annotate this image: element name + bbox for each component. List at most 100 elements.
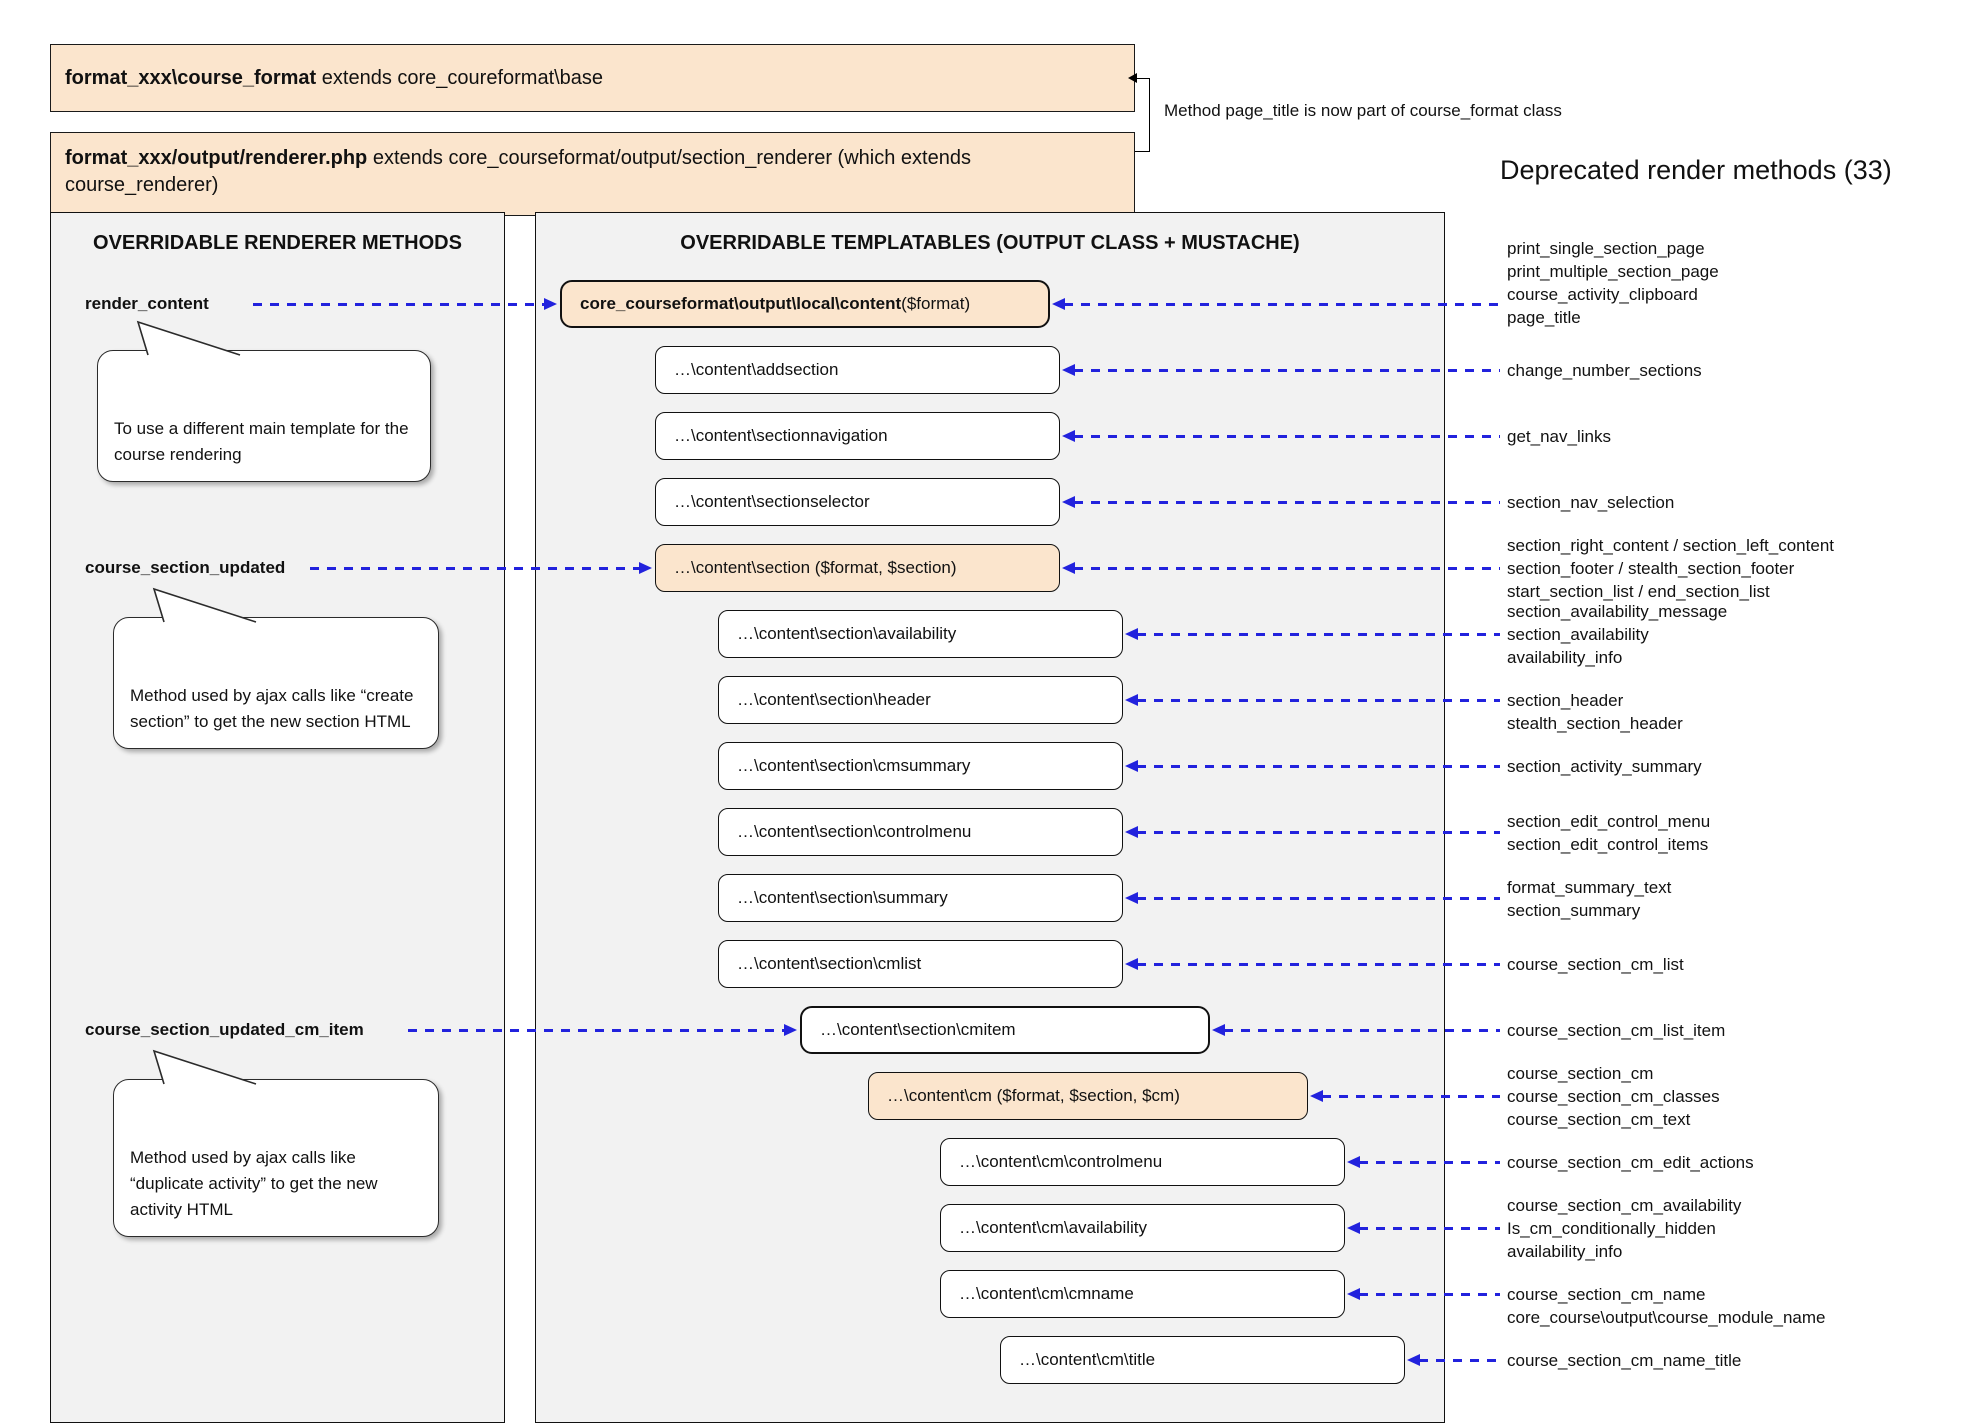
method-label-render-content: render_content <box>85 294 209 313</box>
templatable-box: …\content\section\cmsummary <box>718 742 1123 790</box>
connector-dashed-line <box>1359 1292 1500 1296</box>
connector-dashed-line <box>1359 1226 1500 1230</box>
arrowhead-icon <box>1212 1023 1225 1036</box>
class-extends-text: extends core_courseformat/output/section… <box>65 147 971 196</box>
deprecated-method-group: format_summary_text section_summary <box>1507 878 1672 920</box>
bubble-text: To use a different main template for the… <box>114 419 409 464</box>
deprecated-method-group: change_number_sections <box>1507 361 1702 380</box>
deprecated-method-group: section_nav_selection <box>1507 493 1675 512</box>
renderer-methods-panel-title: OVERRIDABLE RENDERER METHODS <box>93 232 462 254</box>
templatable-box-label: …\content\sectionselector <box>674 492 870 511</box>
deprecated-method-group: section_header stealth_section_header <box>1507 691 1683 733</box>
deprecated-method-group: course_section_cm_name core_course\outpu… <box>1507 1285 1826 1327</box>
connector-dashed-line <box>1137 896 1500 900</box>
connector-dashed-line <box>1359 1160 1500 1164</box>
arrowhead-icon <box>1062 429 1075 442</box>
templatable-box-label: ($format) <box>901 294 971 313</box>
arrowhead-icon <box>1052 297 1065 310</box>
arrowhead-icon <box>1062 561 1075 574</box>
method-label-course-section-updated-cm-item: course_section_updated_cm_item <box>85 1020 364 1039</box>
templatable-box-label: …\content\sectionnavigation <box>674 426 888 445</box>
connector-dashed-line <box>1224 1028 1500 1032</box>
deprecated-method-group: course_section_cm_name_title <box>1507 1351 1742 1370</box>
connector-dashed-line <box>408 1028 785 1032</box>
class-extends-text: extends core_coureformat\base <box>316 66 604 89</box>
templatable-box-label: …\content\section\cmlist <box>737 954 922 973</box>
method-label-course-section-updated: course_section_updated <box>85 558 286 577</box>
bubble-tail-icon <box>136 320 241 356</box>
arrowhead-icon <box>1347 1221 1360 1234</box>
templatables-panel-title: OVERRIDABLE TEMPLATABLES (OUTPUT CLASS +… <box>680 232 1300 254</box>
class-name-bold: format_xxx/output/renderer.php <box>65 147 368 169</box>
templatable-box: …\content\sectionselector <box>655 478 1060 526</box>
templatable-box-label: …\content\cm\cmname <box>959 1284 1134 1303</box>
callout-bubble-duplicate-activity: Method used by ajax calls like “duplicat… <box>113 1049 439 1237</box>
templatable-box: …\content\section\cmlist <box>718 940 1123 988</box>
arrowhead-icon <box>784 1023 797 1036</box>
templatable-box: …\content\section ($format, $section) <box>655 544 1060 592</box>
templatable-box: …\content\cm\controlmenu <box>940 1138 1345 1186</box>
templatable-box: …\content\section\controlmenu <box>718 808 1123 856</box>
bubble-text: Method used by ajax calls like “create s… <box>130 686 414 731</box>
templatable-box: …\content\cm\cmname <box>940 1270 1345 1318</box>
arrowhead-icon <box>639 561 652 574</box>
arrowhead-icon <box>1125 627 1138 640</box>
deprecated-method-group: course_section_cm_list_item <box>1507 1021 1726 1040</box>
connector-dashed-line <box>310 566 640 570</box>
callout-bubble-render-content: To use a different main template for the… <box>97 320 431 482</box>
callout-bubble-create-section: Method used by ajax calls like “create s… <box>113 587 439 749</box>
deprecated-method-group: get_nav_links <box>1507 427 1611 446</box>
arrowhead-icon <box>1407 1353 1420 1366</box>
templatable-box-label: …\content\section\cmsummary <box>737 756 971 775</box>
templatable-box: …\content\section\cmitem <box>800 1006 1210 1054</box>
arrowhead-icon <box>1125 957 1138 970</box>
deprecated-methods-title: Deprecated render methods (33) <box>1500 155 1892 185</box>
class-box-course-format: format_xxx\course_format extends core_co… <box>50 44 1135 112</box>
templatable-box-label: …\content\cm ($format, $section, $cm) <box>887 1086 1180 1105</box>
connector-dashed-line <box>1137 962 1500 966</box>
templatable-box-label: …\content\section\cmitem <box>820 1020 1016 1039</box>
templatable-box: …\content\section\availability <box>718 610 1123 658</box>
bubble-tail-icon <box>152 1049 257 1085</box>
templatable-box-label: …\content\section\header <box>737 690 931 709</box>
deprecated-method-group: section_right_content / section_left_con… <box>1507 536 1834 601</box>
class-box-renderer-php: format_xxx/output/renderer.php extends c… <box>50 132 1135 216</box>
connector-dashed-line <box>1419 1358 1500 1362</box>
deprecated-method-group: section_availability_message section_ava… <box>1507 602 1728 667</box>
page-title-note: Method page_title is now part of course_… <box>1164 101 1562 120</box>
deprecated-method-group: course_section_cm course_section_cm_clas… <box>1507 1064 1720 1129</box>
connector-dashed-line <box>1064 302 1500 306</box>
class-box-text: format_xxx\course_format extends core_co… <box>65 65 603 92</box>
templatable-box-label: …\content\section\availability <box>737 624 957 643</box>
connector-dashed-line <box>1074 566 1500 570</box>
arrowhead-icon <box>1062 363 1075 376</box>
arrowhead-icon <box>1125 891 1138 904</box>
templatable-box-label: …\content\section\summary <box>737 888 948 907</box>
templatable-box: …\content\sectionnavigation <box>655 412 1060 460</box>
deprecated-method-group: section_activity_summary <box>1507 757 1702 776</box>
templatable-box-label: …\content\cm\title <box>1019 1350 1156 1369</box>
connector-dashed-line <box>1137 698 1500 702</box>
templatable-box-bold-text: core_courseformat\output\local\content <box>580 294 902 313</box>
connector-dashed-line <box>1074 434 1500 438</box>
connector-dashed-line <box>1137 830 1500 834</box>
arrowhead-icon <box>1310 1089 1323 1102</box>
bubble-text: Method used by ajax calls like “duplicat… <box>130 1148 378 1219</box>
connector-dashed-line <box>1074 368 1500 372</box>
templatable-box: core_courseformat\output\local\content (… <box>560 280 1050 328</box>
connector-dashed-line <box>253 302 545 306</box>
templatable-box: …\content\cm\title <box>1000 1336 1405 1384</box>
templatable-box: …\content\cm ($format, $section, $cm) <box>868 1072 1308 1120</box>
bubble-tail-icon <box>152 587 257 623</box>
arrowhead-icon <box>1347 1287 1360 1300</box>
deprecated-method-group: course_section_cm_availability Is_cm_con… <box>1507 1196 1742 1261</box>
class-name-bold: format_xxx\course_format <box>65 66 317 89</box>
templatable-box-label: …\content\cm\controlmenu <box>959 1152 1163 1171</box>
arrowhead-icon <box>1125 825 1138 838</box>
connector-dashed-line <box>1074 500 1500 504</box>
templatable-box: …\content\section\summary <box>718 874 1123 922</box>
connector-dashed-line <box>1137 632 1500 636</box>
templatable-box: …\content\cm\availability <box>940 1204 1345 1252</box>
templatable-box-label: …\content\addsection <box>674 360 839 379</box>
arrowhead-icon <box>1347 1155 1360 1168</box>
